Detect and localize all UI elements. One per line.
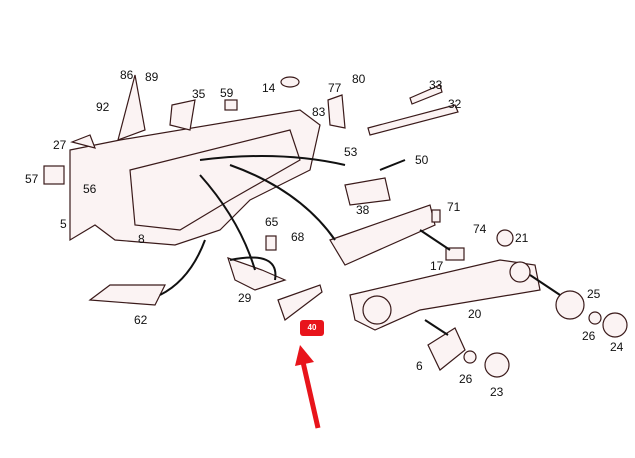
callout-59: 59 <box>220 86 234 100</box>
part-62 <box>88 284 166 306</box>
speaker-housing-20 <box>349 259 541 331</box>
callout-80: 80 <box>352 72 366 86</box>
callout-50: 50 <box>415 153 429 167</box>
callout-26-right: 26 <box>582 329 596 343</box>
part-71 <box>431 209 441 223</box>
callout-71: 71 <box>447 200 461 214</box>
callout-32: 32 <box>448 97 462 111</box>
callout-26: 26 <box>459 372 473 386</box>
callout-6: 6 <box>416 359 423 373</box>
callout-5: 5 <box>60 217 67 231</box>
callout-74: 74 <box>473 222 487 236</box>
callout-33: 33 <box>429 78 443 92</box>
callout-57: 57 <box>25 172 39 186</box>
callout-35: 35 <box>192 87 206 101</box>
handle-35 <box>169 99 196 131</box>
callout-24: 24 <box>610 340 624 354</box>
pointer-arrow <box>300 361 321 429</box>
part-27 <box>70 134 96 149</box>
callout-86: 86 <box>120 68 134 82</box>
part-77 <box>327 94 346 129</box>
callout-65: 65 <box>265 215 279 229</box>
part-26-right <box>588 311 602 325</box>
inner-trim <box>129 129 301 231</box>
callout-27: 27 <box>53 138 67 152</box>
callout-92: 92 <box>96 100 110 114</box>
callout-23: 23 <box>490 385 504 399</box>
ring-25 <box>555 290 585 320</box>
part-40 <box>277 284 323 321</box>
callout-68: 68 <box>291 230 305 244</box>
part-26 <box>463 350 477 364</box>
grille-23 <box>484 352 510 378</box>
strip-33 <box>409 84 443 105</box>
callout-62: 62 <box>134 313 148 327</box>
part-29 <box>227 257 287 291</box>
speaker-ring <box>362 295 392 325</box>
part-17 <box>445 247 465 261</box>
part-14 <box>280 76 300 88</box>
callout-83: 83 <box>312 105 326 119</box>
callout-38: 38 <box>356 203 370 217</box>
callout-89: 89 <box>145 70 159 84</box>
callout-77: 77 <box>328 81 342 95</box>
speaker-ring-right <box>509 261 531 283</box>
pointer-arrow-head <box>295 345 314 366</box>
callout-29: 29 <box>238 291 252 305</box>
callout-53: 53 <box>344 145 358 159</box>
triangle-cover <box>117 74 146 141</box>
highlighted-part-label: 40 <box>300 320 324 336</box>
part-65 <box>265 235 277 251</box>
part-57 <box>43 165 65 185</box>
callout-20: 20 <box>468 307 482 321</box>
grille-24 <box>602 312 628 338</box>
strip-32 <box>367 104 459 136</box>
callout-14: 14 <box>262 81 276 95</box>
part-21 <box>496 229 514 247</box>
callout-25: 25 <box>587 287 601 301</box>
panel-17 <box>329 204 436 266</box>
part-59 <box>224 99 238 111</box>
callout-56: 56 <box>83 182 97 196</box>
callout-21: 21 <box>515 231 529 245</box>
callout-17: 17 <box>430 259 444 273</box>
callout-8: 8 <box>138 232 145 246</box>
handle-38 <box>344 177 391 206</box>
